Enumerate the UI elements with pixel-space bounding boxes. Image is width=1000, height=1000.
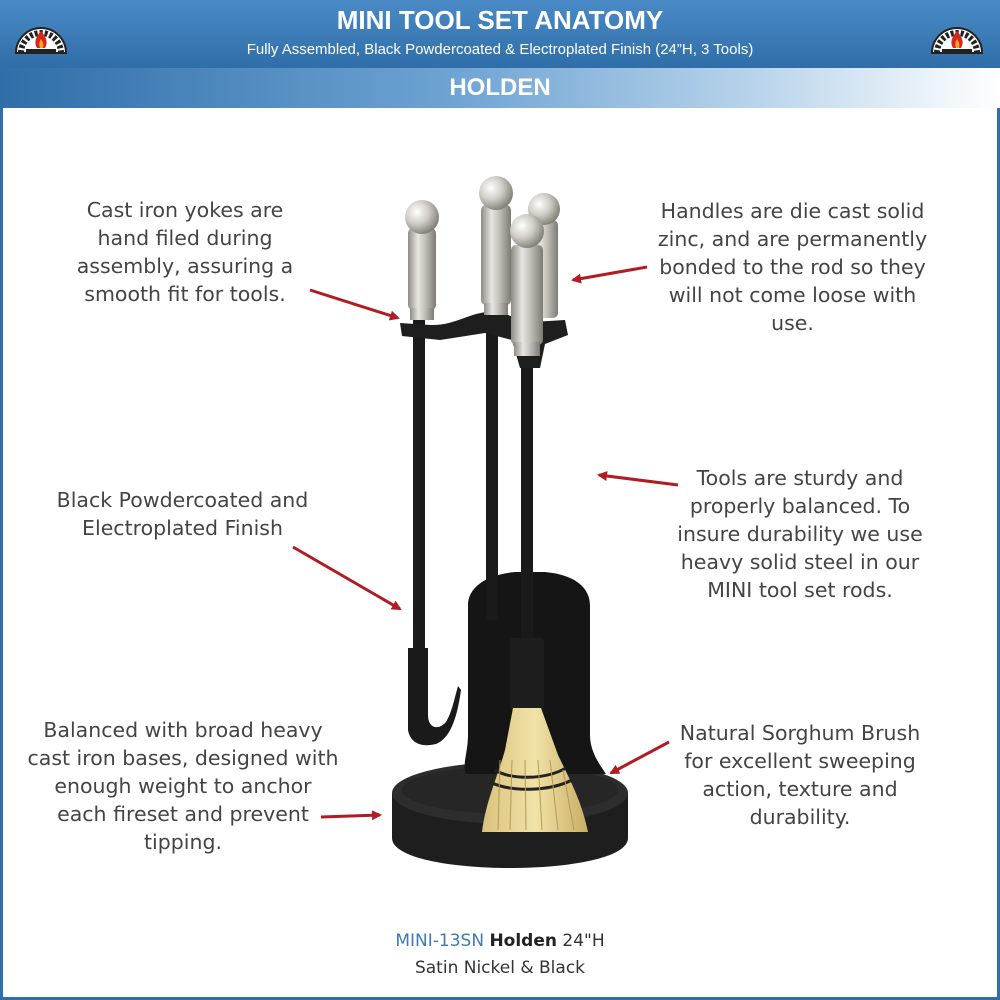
callout-base: Balanced with broad heavy cast iron base… bbox=[27, 718, 339, 854]
brush-tool bbox=[482, 340, 588, 832]
logo-right bbox=[930, 27, 984, 54]
callout-yokes: Cast iron yokes are hand filed during as… bbox=[76, 198, 294, 306]
product-band bbox=[0, 68, 1000, 108]
arrow-tools bbox=[597, 471, 679, 487]
handle-front-right bbox=[510, 214, 544, 356]
page-title: MINI TOOL SET ANATOMY bbox=[336, 5, 664, 35]
callout-tools: Tools are sturdy and properly balanced. … bbox=[677, 466, 923, 602]
flame-badge-icon bbox=[14, 27, 68, 54]
handle-middle bbox=[479, 176, 513, 315]
arrow-handles bbox=[571, 265, 648, 284]
callout-handles: Handles are die cast solid zinc, and are… bbox=[657, 199, 928, 335]
poker-tool bbox=[408, 318, 461, 746]
arrow-finish bbox=[292, 545, 402, 611]
flame-badge-icon bbox=[930, 27, 984, 54]
header-bar bbox=[0, 0, 1000, 68]
arrow-base bbox=[320, 810, 382, 821]
product-caption: MINI-13SN Holden 24"H bbox=[0, 931, 1000, 951]
handle-left bbox=[405, 200, 439, 320]
callout-brush: Natural Sorghum Brush for excellent swee… bbox=[679, 721, 921, 829]
logo-left bbox=[14, 27, 68, 54]
arrow-yokes bbox=[309, 288, 400, 321]
product-finish: Satin Nickel & Black bbox=[414, 958, 586, 978]
page-subtitle: Fully Assembled, Black Powdercoated & El… bbox=[246, 41, 754, 58]
product-name: Holden bbox=[489, 931, 557, 951]
product-height: 24"H bbox=[562, 931, 605, 951]
product-name-band: HOLDEN bbox=[449, 74, 551, 101]
model-number: MINI-13SN bbox=[395, 931, 485, 951]
arrow-brush bbox=[609, 740, 670, 775]
callout-finish: Black Powdercoated and Electroplated Fin… bbox=[56, 488, 309, 540]
